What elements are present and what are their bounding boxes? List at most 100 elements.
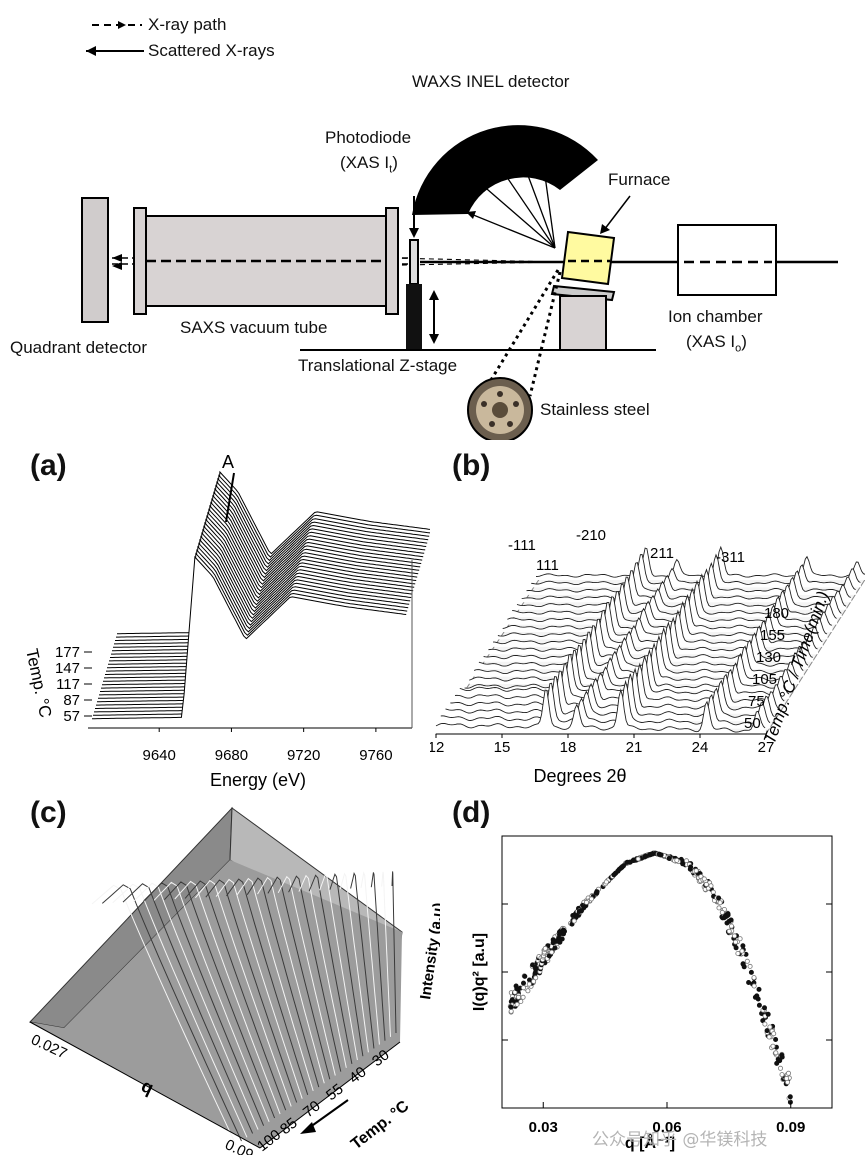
spectrum-line-24 xyxy=(116,474,430,638)
scatter-point-387 xyxy=(570,913,576,919)
surface-line-4 xyxy=(133,882,259,1130)
scatter-point-348 xyxy=(731,933,737,939)
scatter-point-414 xyxy=(737,936,743,942)
spectrum-line-20 xyxy=(112,487,427,652)
scatter-point-497 xyxy=(516,994,522,1000)
spectrum-fill-0 xyxy=(92,557,408,728)
scatter-point-288 xyxy=(746,979,752,985)
surface-line-25 xyxy=(350,871,375,1049)
scatter-point-420 xyxy=(546,953,552,959)
scatter-point-510 xyxy=(771,1031,777,1037)
scatter-point-490 xyxy=(739,948,745,954)
tick-label-c-t-2: 70 xyxy=(300,1097,324,1121)
tick-label-a-z-3: 87 xyxy=(63,692,80,709)
scatter-point-309 xyxy=(747,963,753,969)
panel-c-letter: (c) xyxy=(30,796,67,829)
scatter-point-509 xyxy=(726,928,732,934)
tick-label-a-x-1: 9680 xyxy=(215,747,248,764)
tick-label-b-x-4: 24 xyxy=(692,739,709,756)
photodiode-sub-label: (XAS It) xyxy=(340,153,398,176)
scatter-point-496 xyxy=(533,975,539,981)
scatter-point-502 xyxy=(583,899,589,905)
peak-label-3: 211 xyxy=(650,545,674,562)
scatter-point-199 xyxy=(744,958,750,964)
scatter-point-475 xyxy=(557,929,563,935)
scatter-point-459 xyxy=(525,988,531,994)
surface-line-28 xyxy=(381,871,391,1037)
spectrum-line-8 xyxy=(100,528,415,692)
tick-label-a-x-0: 9640 xyxy=(143,747,176,764)
tick-label-a-z-4: 57 xyxy=(63,708,80,725)
scatter-point-503 xyxy=(773,1050,779,1056)
surface-line-15 xyxy=(246,877,320,1088)
xrd-fill-9 xyxy=(478,628,809,670)
tick-label-a-x-3: 9760 xyxy=(359,747,392,764)
tick-label-b-z-1: 155 xyxy=(760,627,785,644)
xrd-line-19 xyxy=(526,562,856,593)
scatter-point-377 xyxy=(559,936,565,942)
scatter-point-289 xyxy=(770,1043,776,1049)
scatter-point-508 xyxy=(611,872,617,878)
scatter-point-375 xyxy=(531,978,537,984)
spectrum-line-9 xyxy=(101,525,416,689)
tick-label-b-x-2: 18 xyxy=(560,739,577,756)
scatter-point-507 xyxy=(588,896,594,902)
xrd-line-18 xyxy=(521,568,851,600)
scatter-point-504 xyxy=(751,975,757,981)
scatter-point-513 xyxy=(526,981,532,987)
tick-label-d-x-0: 0.03 xyxy=(529,1119,558,1136)
scatter-point-467 xyxy=(562,928,568,934)
scatter-point-439 xyxy=(532,964,538,970)
scatter-point-87 xyxy=(710,889,716,895)
xrd-fill-12 xyxy=(493,610,824,647)
spectrum-line-0 xyxy=(92,555,407,720)
scatter-point-516 xyxy=(767,1024,773,1030)
legend-xray-path-label: X-ray path xyxy=(148,15,227,34)
surface-line-9 xyxy=(184,880,287,1111)
scatter-point-493 xyxy=(674,857,680,863)
saxs-tube-label: SAXS vacuum tube xyxy=(180,318,328,337)
legend-scattered-label: Scattered X-rays xyxy=(148,41,275,60)
scatter-point-468 xyxy=(703,881,709,887)
scatter-point-385 xyxy=(741,964,747,970)
axis-label-a-x: Energy (eV) xyxy=(210,770,306,790)
zstage-label: Translational Z-stage xyxy=(298,356,458,375)
surface-line-17 xyxy=(267,876,331,1080)
surface-line-11 xyxy=(205,879,298,1103)
scatter-point-501 xyxy=(627,859,633,865)
surface-line-1 xyxy=(101,884,242,1142)
spectrum-line-1 xyxy=(93,552,408,716)
scatter-point-175 xyxy=(728,917,734,923)
surface-line-2 xyxy=(112,883,248,1138)
furnace-label: Furnace xyxy=(608,170,671,189)
surface-line-6 xyxy=(153,881,270,1122)
xrd-fill-18 xyxy=(521,569,852,603)
tick-label-d-x-2: 0.09 xyxy=(776,1119,805,1136)
waxs-label: WAXS INEL detector xyxy=(412,72,570,91)
scatter-point-441 xyxy=(571,918,577,924)
ion-chamber-label: Ion chamber xyxy=(668,307,763,326)
spectrum-line-23 xyxy=(115,477,430,641)
xrd-fill-19 xyxy=(526,562,857,595)
scatter-point-247 xyxy=(777,1058,783,1064)
scatter-point-499 xyxy=(666,856,672,862)
scatter-point-514 xyxy=(615,868,621,874)
scatter-point-505 xyxy=(635,856,641,862)
scatter-point-447 xyxy=(766,1034,772,1040)
spectrum-line-22 xyxy=(114,481,429,645)
panel-d-letter: (d) xyxy=(452,796,491,829)
ion-chamber-sub-label: (XAS Io) xyxy=(686,332,747,355)
scatter-point-316 xyxy=(762,1021,768,1027)
quadrant-detector-label: Quadrant detector xyxy=(10,338,148,357)
surface-line-24 xyxy=(339,872,369,1053)
spectrum-line-13 xyxy=(105,511,420,675)
scatter-point-401 xyxy=(513,983,519,989)
surface-line-22 xyxy=(319,873,358,1061)
scatter-point-209 xyxy=(508,1008,514,1014)
xrd-line-20 xyxy=(531,553,861,586)
